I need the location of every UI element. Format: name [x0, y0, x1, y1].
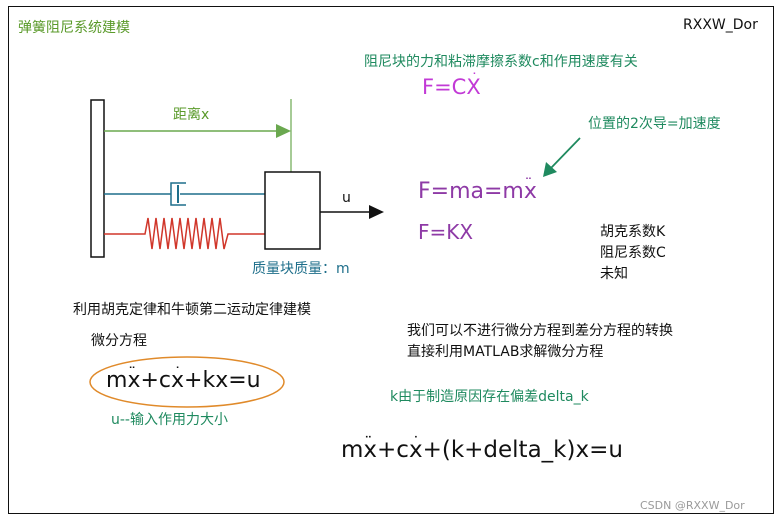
eq1-x-dot: x [171, 368, 185, 393]
distance-arrowhead [276, 124, 291, 138]
damper-formula: F=CX˙ [422, 70, 481, 99]
wall [90, 99, 105, 258]
mass-block [264, 171, 321, 250]
eq2-x-dot: x [408, 437, 423, 463]
diff-eq-label: 微分方程 [91, 333, 147, 349]
eq2-rest: +(k+delta_k)x=u [422, 437, 623, 463]
eq2-m: m [341, 437, 364, 463]
equation-1: mx¨+cx˙+kx=u [106, 365, 261, 393]
damper-formula-var: X [466, 75, 481, 99]
matlab-note-line1: 我们可以不进行微分方程到差分方程的转换 [407, 323, 673, 339]
damper-relation-note: 阻尼块的力和粘滞摩擦系数c和作用速度有关 [364, 54, 638, 70]
eq2-single-dot: ˙ [411, 432, 420, 452]
note-arrow-line [550, 137, 581, 169]
newton-formula-dots: ¨ [524, 174, 533, 193]
eq2-double-dot: ¨ [364, 432, 372, 452]
author-label: RXXW_Dor [683, 17, 758, 33]
diagram-title: 弹簧阻尼系统建模 [18, 20, 130, 36]
damping-coeff-label: 阻尼系数C [600, 245, 666, 261]
force-label: u [342, 190, 351, 206]
accel-note: 位置的2次导=加速度 [588, 116, 721, 132]
spring-formula: F=KX [418, 220, 474, 244]
equation-2: mx¨+cx˙+(k+delta_k)x=u [341, 434, 623, 463]
newton-formula-var: x [523, 179, 537, 204]
eq1-x-ddot: x [127, 368, 141, 393]
eq1-c-term: +c [140, 368, 171, 393]
matlab-note-line2: 直接利用MATLAB求解微分方程 [407, 344, 604, 360]
spring [104, 217, 265, 250]
force-arrowhead [369, 205, 384, 219]
damper-formula-dot: ˙ [470, 70, 479, 88]
eq2-x-ddot: x [363, 437, 378, 463]
eq2-c-term: +c [377, 437, 409, 463]
eq1-single-dot: ˙ [173, 363, 182, 382]
mass-label: 质量块质量：m [252, 261, 350, 277]
watermark: CSDN @RXXW_Dor [640, 499, 745, 512]
equation-ellipse [89, 356, 285, 408]
eq1-double-dot: ¨ [128, 363, 136, 382]
diagram-frame [8, 6, 774, 514]
delta-note: k由于制造原因存在偏差delta_k [390, 389, 589, 405]
damper-cylinder [170, 182, 186, 206]
input-note: u--输入作用力大小 [111, 412, 228, 428]
eq1-m: m [106, 368, 128, 393]
newton-formula-prefix: F=ma=m [418, 179, 524, 204]
eq1-rest: +kx=u [184, 368, 261, 393]
note-arrowhead [543, 162, 557, 177]
distance-label: 距离x [173, 107, 210, 123]
unknown-label: 未知 [600, 266, 628, 282]
modeling-note: 利用胡克定律和牛顿第二运动定律建模 [73, 302, 311, 318]
newton-formula: F=ma=mx¨ [418, 176, 537, 204]
spring-coeff-label: 胡克系数K [600, 224, 666, 240]
